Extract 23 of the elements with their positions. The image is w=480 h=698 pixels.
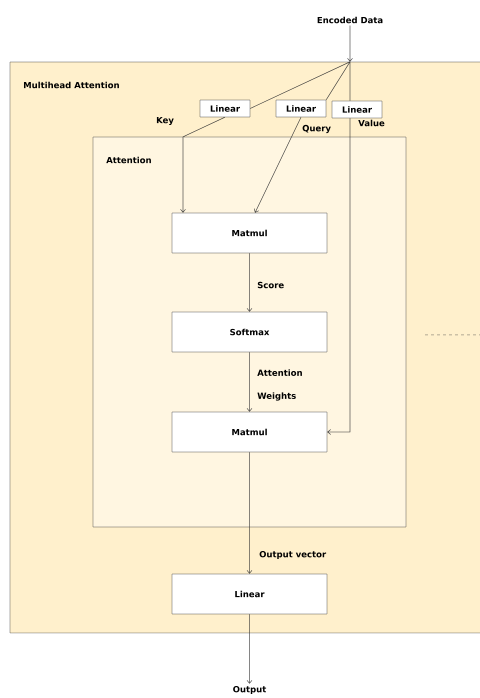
arrow — [246, 352, 252, 412]
process-box: Matmul — [172, 212, 328, 254]
edge-label: Query — [302, 124, 331, 134]
process-box: Matmul — [172, 412, 328, 452]
process-box: Linear — [172, 574, 328, 614]
arrow — [254, 116, 302, 213]
arrow — [327, 118, 350, 435]
arrow — [246, 252, 252, 312]
edge-label: Attention Weights — [257, 369, 302, 401]
edge-label: Score — [258, 282, 284, 288]
arrow — [180, 116, 226, 213]
linear-box: Linear — [200, 100, 250, 118]
text-label: Encoded Data — [318, 16, 382, 24]
process-box: Softmax — [172, 312, 328, 352]
arrow — [347, 25, 353, 62]
edge-label: Value — [358, 120, 384, 126]
text-label: Output — [233, 686, 266, 694]
edge-label: Key — [156, 117, 174, 126]
arrow — [246, 614, 252, 684]
edge-label: Output vector — [260, 550, 326, 560]
linear-box: Linear — [332, 100, 382, 118]
arrow — [246, 452, 252, 574]
linear-box: Linear — [276, 100, 326, 118]
